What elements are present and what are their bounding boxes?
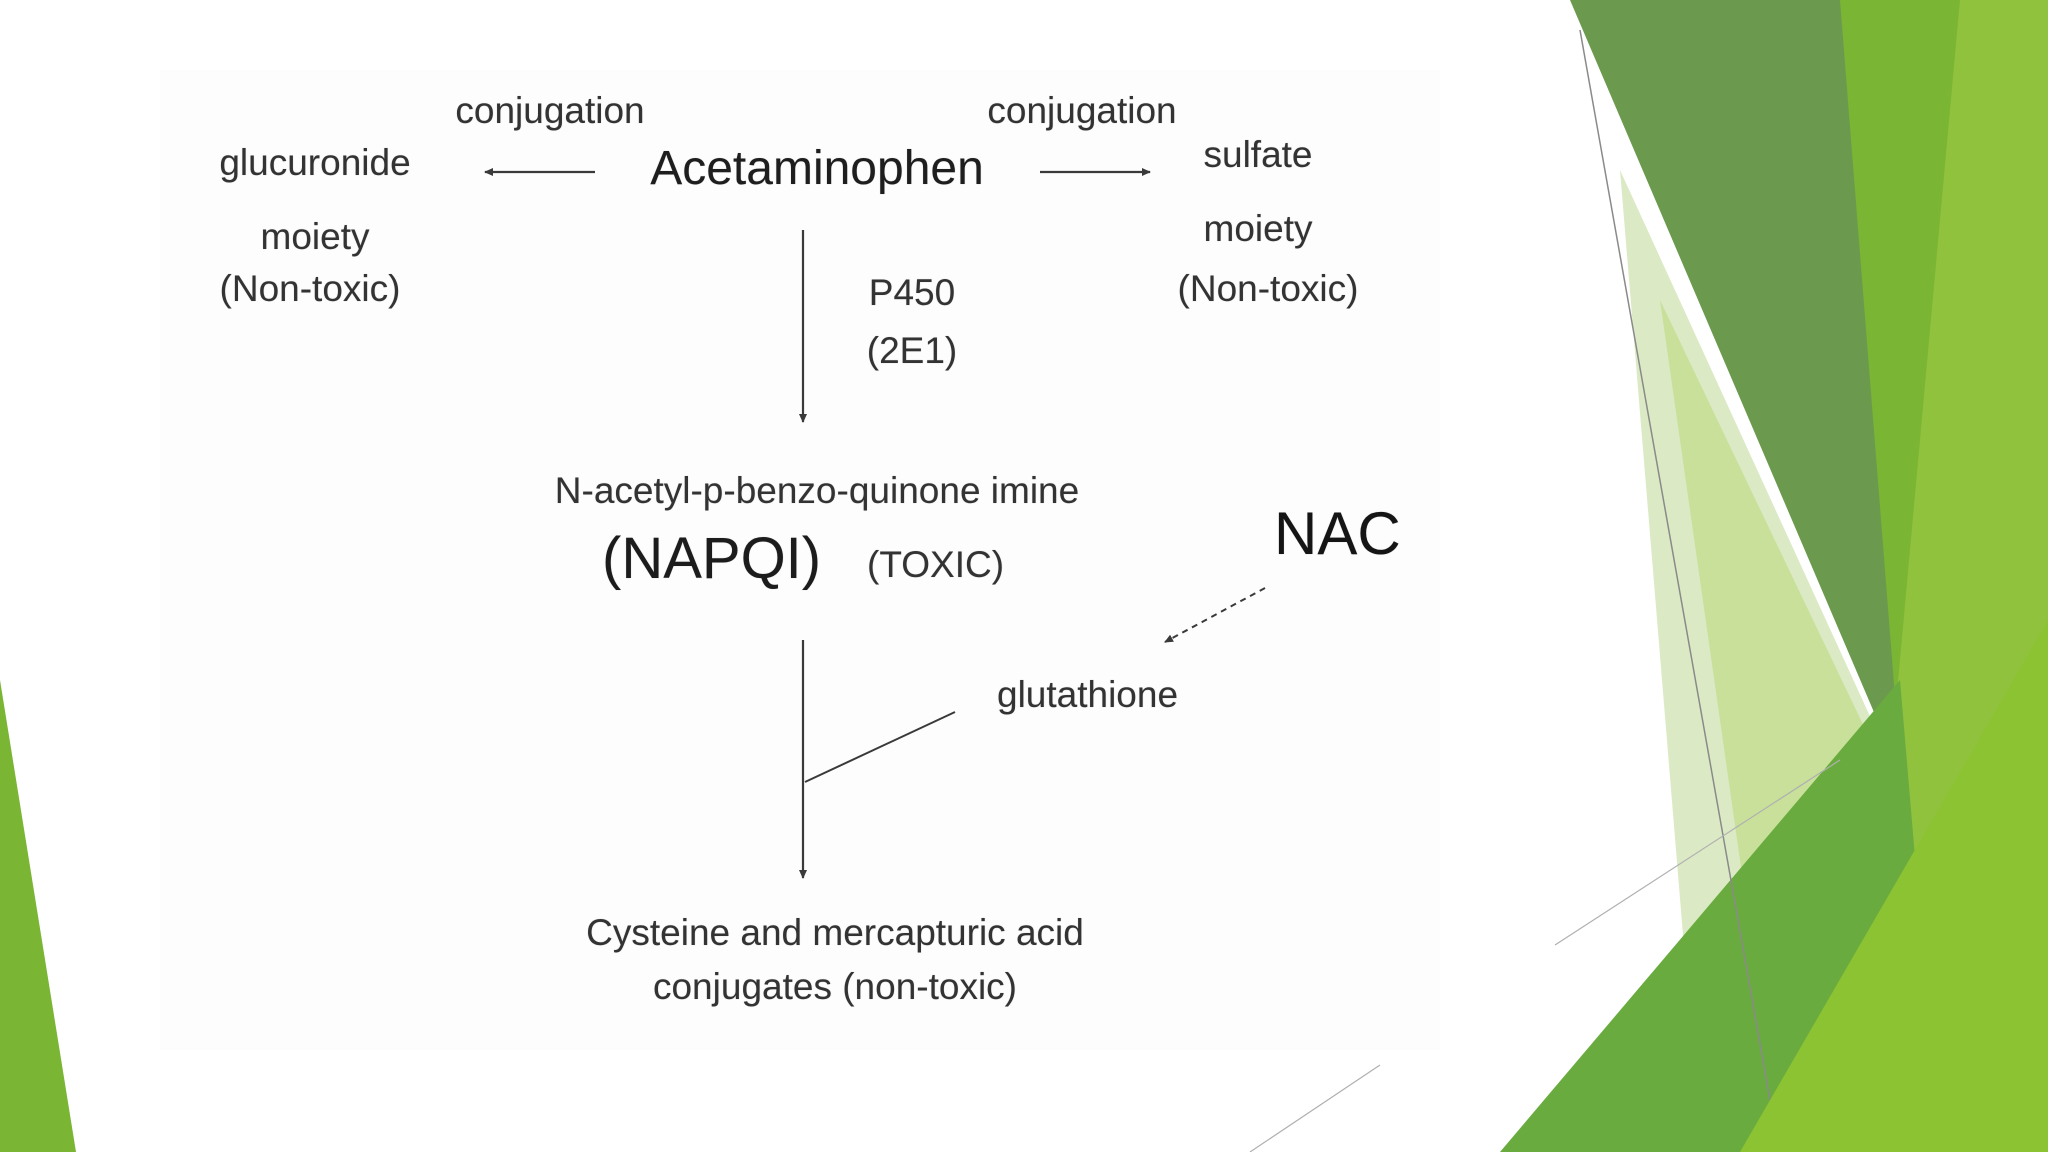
final-products-line1: Cysteine and mercapturic acid [586, 912, 1084, 953]
left-green-wedge [0, 680, 76, 1152]
right-facet-dark [1570, 0, 1920, 820]
diagram-arrows [484, 168, 1266, 879]
napqi-full-name: N-acetyl-p-benzo-quinone imine [554, 470, 1080, 511]
arrow-nac-dashed [1164, 587, 1266, 643]
p450-label: P450 [868, 272, 956, 313]
right-conjugation-label: conjugation [987, 90, 1177, 131]
glutathione-join-line [804, 711, 956, 783]
p450-isoform-label: (2E1) [866, 330, 958, 371]
nac-label: NAC [1274, 500, 1401, 567]
hairline-1 [1579, 29, 1771, 1101]
glucuronide-label: glucuronide [219, 142, 411, 183]
glucuronide-moiety-label: moiety [260, 216, 370, 257]
sulfate-moiety-label: moiety [1203, 208, 1313, 249]
sulfate-label: sulfate [1203, 134, 1313, 175]
acetaminophen-label: Acetaminophen [650, 142, 984, 195]
left-conjugation-label: conjugation [455, 90, 645, 131]
glucuronide-nontoxic-label: (Non-toxic) [219, 268, 401, 309]
right-facet-corner [1740, 620, 2048, 1152]
toxic-tag: (TOXIC) [867, 544, 1005, 585]
napqi-abbrev: (NAPQI) [602, 526, 822, 591]
metabolism-diagram: conjugation glucuronide moiety (Non-toxi… [160, 70, 1440, 1050]
final-products-line2: conjugates (non-toxic) [652, 966, 1018, 1007]
sulfate-nontoxic-label: (Non-toxic) [1177, 268, 1359, 309]
hairline-3 [1249, 1064, 1381, 1152]
hairline-2 [1554, 759, 1841, 946]
glutathione-label: glutathione [997, 674, 1179, 715]
